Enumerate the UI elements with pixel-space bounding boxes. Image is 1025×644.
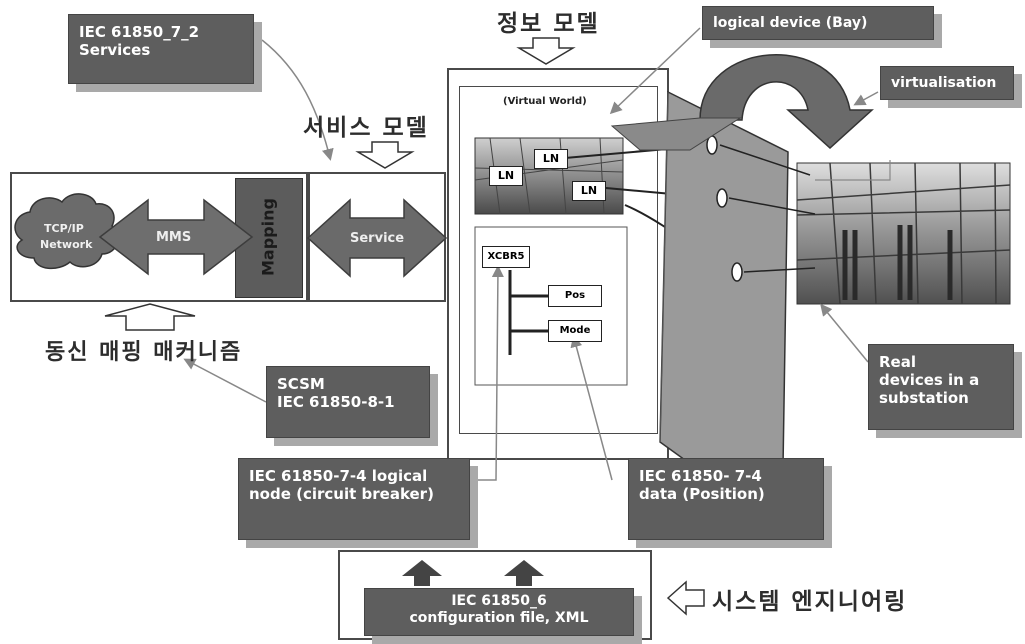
mms-label: MMS (156, 230, 191, 245)
mode-node: Mode (548, 320, 602, 342)
logical-device-text: logical device (Bay) (713, 15, 923, 32)
ln-node-2-text: LN (490, 167, 522, 185)
ln-node-1: LN (534, 149, 568, 169)
services-line-1: IEC 61850_7_2 (79, 23, 243, 41)
scsm-line-1: SCSM (277, 375, 419, 393)
xcbr-node: XCBR5 (482, 246, 530, 268)
services-line-2: Services (79, 41, 243, 59)
info-model-heading: 정보 모델 (497, 4, 600, 38)
real-devices-line-3: substation (879, 389, 1003, 407)
config-line-2: configuration file, XML (373, 610, 625, 627)
pos-node-text: Pos (549, 286, 601, 306)
config-up-arrow-left-icon (402, 560, 442, 586)
real-devices-label-box: Real devices in a substation (868, 344, 1014, 430)
network-line-2: Network (40, 238, 92, 251)
logical-node-label-box: IEC 61850-7-4 logical node (circuit brea… (238, 458, 470, 540)
config-file-label-box: IEC 61850_6 configuration file, XML (364, 588, 634, 636)
network-line-1: TCP/IP (44, 222, 84, 235)
info-model-down-arrow-icon (519, 38, 573, 64)
data-position-line-2: data (Position) (639, 485, 813, 503)
system-eng-heading: 시스템 엔지니어링 (712, 582, 907, 616)
logical-node-line-2: node (circuit breaker) (249, 485, 459, 503)
scsm-line-2: IEC 61850-8-1 (277, 393, 419, 411)
system-eng-left-arrow-icon (668, 582, 704, 614)
config-line-1: IEC 61850_6 (373, 593, 625, 610)
real-devices-line-1: Real (879, 353, 1003, 371)
ln-node-3-text: LN (573, 182, 605, 200)
door-circle-2 (717, 189, 727, 207)
ln-node-1-text: LN (535, 150, 567, 168)
comm-mapping-heading: 동신 매핑 매커니즘 (45, 334, 242, 366)
logical-device-label-box: logical device (Bay) (702, 6, 934, 40)
xcbr-node-text: XCBR5 (483, 247, 529, 267)
config-up-arrow-right-icon (504, 560, 544, 586)
ln-node-2: LN (489, 166, 523, 186)
mode-node-text: Mode (549, 321, 601, 341)
scsm-label-box: SCSM IEC 61850-8-1 (266, 366, 430, 438)
real-devices-line-2: devices in a (879, 371, 1003, 389)
comm-mapping-up-arrow-icon (105, 304, 195, 330)
virtual-world-label: (Virtual World) (503, 96, 587, 107)
services-label-box: IEC 61850_7_2 Services (68, 14, 254, 84)
virtualisation-label-box: virtualisation (880, 66, 1014, 100)
service-model-down-arrow-icon (358, 142, 412, 168)
service-model-heading: 서비스 모델 (303, 108, 429, 142)
logical-node-line-1: IEC 61850-7-4 logical (249, 467, 459, 485)
service-label: Service (350, 231, 404, 246)
pos-node: Pos (548, 285, 602, 307)
ln-node-3: LN (572, 181, 606, 201)
data-position-line-1: IEC 61850- 7-4 (639, 467, 813, 485)
data-position-label-box: IEC 61850- 7-4 data (Position) (628, 458, 824, 540)
door-circle-3 (732, 263, 742, 281)
virtualisation-text: virtualisation (891, 75, 1003, 92)
substation-photo (797, 163, 1010, 304)
